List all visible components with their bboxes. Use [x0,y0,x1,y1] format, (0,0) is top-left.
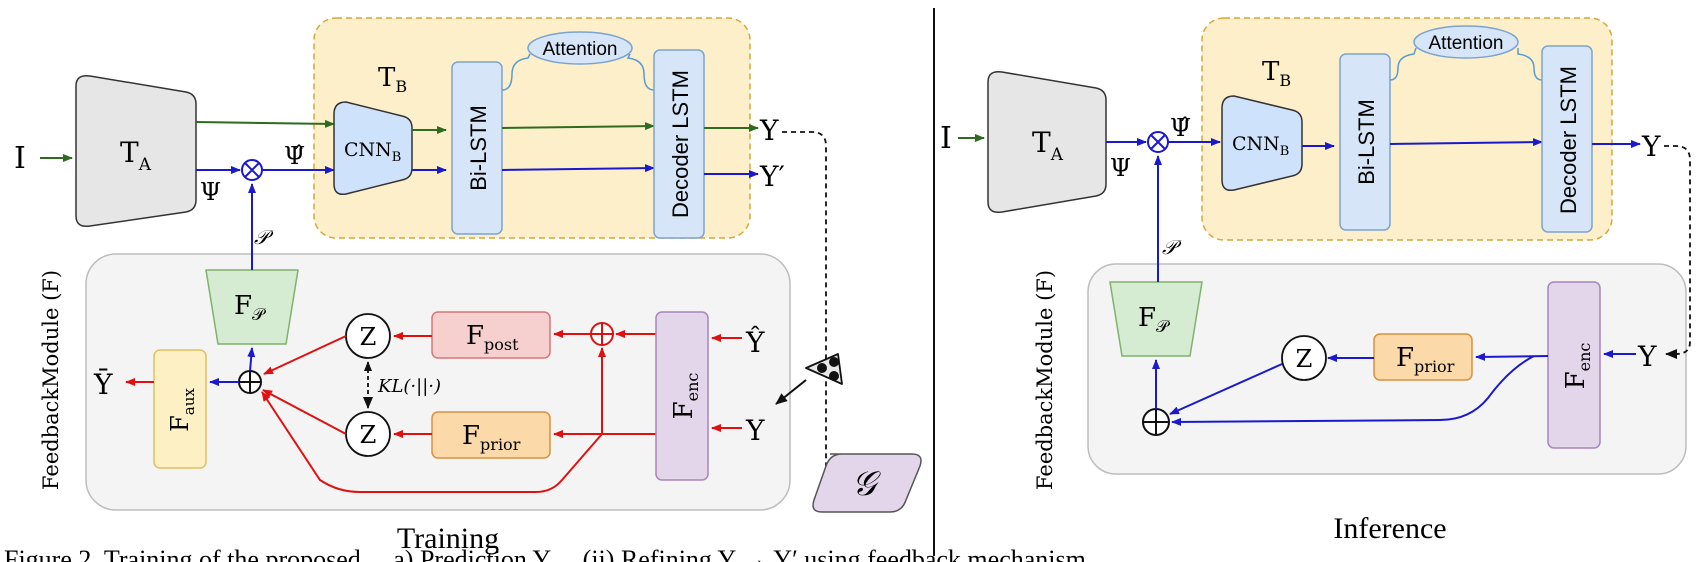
inf-y-input-label: Y [1637,340,1657,373]
ta-label: TA [120,136,152,175]
inf-multiply-icon [1147,131,1169,153]
p-label: 𝒫 [254,225,274,249]
attention-label: Attention [543,39,618,60]
bilstm-block [451,61,503,235]
inf-attention-block [1413,25,1519,59]
inf-cnn-label: CNNB [1232,133,1289,159]
attention-link-left [501,53,531,91]
generator-label: 𝒢 [852,464,881,504]
inf-z-label: Z [1296,345,1313,373]
inf-p-label: 𝒫 [1162,235,1182,259]
faux-block [153,349,207,469]
sampler-icon [805,353,843,385]
inf-decoder-label: Decoder LSTM [1556,66,1581,214]
inf-psi-label: Ψ [1110,154,1131,182]
cnn-label: CNNB [344,139,401,165]
inf-cnn-block [1221,95,1303,192]
sampler-to-y-arrow [775,379,807,405]
figure-caption: Figure 2. Training of the proposed ... a… [4,545,1086,562]
concat-node-icon [590,322,614,346]
attention-block [527,31,633,65]
inf-input-label: I [940,121,952,156]
inf-skip-to-sum-arrow [1171,355,1535,426]
zpost-to-sum-arrow [263,335,347,375]
inf-z-node [1281,335,1327,381]
z-post-label: Z [360,323,377,351]
fpost-label: Fpost [466,321,519,354]
bilstm-to-decoder-green [501,122,655,131]
inf-z-to-sum-arrow [1169,363,1283,415]
ybar-label: Ȳ [93,368,113,401]
inf-fprior-label: Fprior [1396,343,1455,376]
inf-bilstm-label: Bi-LSTM [1354,99,1379,185]
skip-to-sum-arrow [261,391,603,493]
inf-tb-panel [1201,17,1613,241]
zprior-to-sum-arrow [262,389,347,435]
inf-feedback-module-label: FeedbackModule (F) [1033,270,1057,490]
fenc-label: Fenc [669,373,702,420]
fp-label: F𝒫 [234,291,266,325]
faux-label: Faux [166,388,198,432]
z-prior-label: Z [360,421,377,449]
ta-block [75,74,197,228]
inference-section: TB FeedbackModule (F) I TA Ψ Ψ̂ CNNB Bi-… [940,17,1691,545]
generator-block [812,453,922,513]
inf-attention-link-right [1517,48,1543,81]
feedback-module-label: FeedbackModule (F) [39,270,63,490]
bilstm-label: Bi-LSTM [466,105,491,191]
y-input-label: Y [745,414,765,447]
inf-attention-link-left [1389,47,1417,81]
output-yprime-label: Y′ [759,160,785,193]
y-to-generator-dashed [782,131,827,474]
output-y-label: Y [759,114,779,147]
inf-fenc-to-fprior-arrow [1475,352,1549,361]
decoder-block [653,49,705,239]
inf-ta-block [987,70,1107,214]
inf-psi-hat-label: Ψ̂ [1170,114,1191,142]
inf-sum-node-icon [1142,408,1170,436]
cnn-block [333,101,413,196]
training-section: TB FeedbackModule (F) I TA Ψ Ψ̂ CNNB Bi-… [14,17,922,555]
ta-to-cnn-arrow [195,119,335,128]
inf-fp-label: F𝒫 [1138,303,1170,337]
sum-node-icon [238,370,262,394]
psi-hat-label: Ψ̂ [284,142,305,170]
inf-tb-label: TB [1262,57,1291,90]
inference-title: Inference [1333,512,1446,545]
multiply-icon [241,159,263,181]
fprior-label: Fprior [462,421,521,454]
input-label: I [14,141,26,176]
kl-label: KL(·||·) [377,376,441,397]
inf-fp-block [1109,281,1203,357]
sum-to-fp-arrow [247,347,256,372]
inf-attention-label: Attention [1429,33,1504,54]
psi-label: Ψ [200,178,221,206]
inf-ta-label: TA [1032,126,1064,165]
tb-label: TB [378,63,407,96]
inf-bilstm-block [1339,53,1391,231]
bilstm-to-decoder-blue [501,164,655,173]
fp-block [205,269,299,345]
inf-bilstm-to-decoder [1389,138,1543,147]
inf-fenc-label: Fenc [1561,343,1594,390]
inf-fenc-block [1547,281,1601,449]
training-title: Training [397,522,499,555]
decoder-label: Decoder LSTM [668,70,693,218]
yhat-input-label: Ŷ [745,326,765,359]
fenc-block [655,311,709,481]
attention-link-right [626,53,655,91]
inf-output-y-label: Y [1641,130,1661,163]
inf-decoder-block [1541,45,1593,233]
